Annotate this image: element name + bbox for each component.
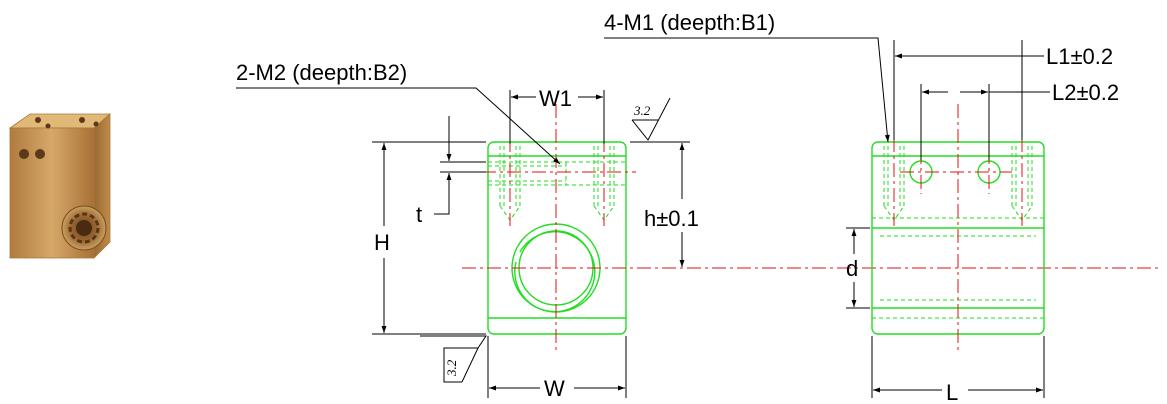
side-hole-left bbox=[883, 146, 905, 221]
label-2-m2: 2-M2 (deepth:B2) bbox=[236, 60, 407, 85]
label-w1: W1 bbox=[539, 86, 572, 111]
label-t: t bbox=[416, 202, 422, 227]
tapped-hole-right bbox=[593, 146, 615, 221]
label-l: L bbox=[946, 380, 958, 404]
dimensions: 4-M1 (deepth:B1) 2-M2 (deepth:B2) W1 3.2… bbox=[236, 10, 1119, 404]
roughness-top: 3.2 bbox=[631, 97, 671, 141]
svg-text:3.2: 3.2 bbox=[444, 359, 459, 377]
side-view bbox=[871, 104, 1045, 350]
svg-text:3.2: 3.2 bbox=[633, 103, 651, 118]
label-l2: L2±0.2 bbox=[1052, 80, 1119, 105]
label-4-m1: 4-M1 (deepth:B1) bbox=[604, 10, 775, 35]
product-photo bbox=[8, 113, 112, 259]
side-hole-right bbox=[1011, 146, 1033, 221]
label-l1: L1±0.2 bbox=[1046, 44, 1113, 69]
label-h-tol: h±0.1 bbox=[644, 206, 699, 231]
label-w: W bbox=[544, 376, 565, 401]
front-view bbox=[462, 104, 1160, 350]
label-d: d bbox=[846, 256, 858, 281]
roughness-bottom: 3.2 bbox=[420, 335, 487, 383]
front-outline bbox=[487, 141, 627, 335]
label-h: H bbox=[374, 230, 390, 255]
